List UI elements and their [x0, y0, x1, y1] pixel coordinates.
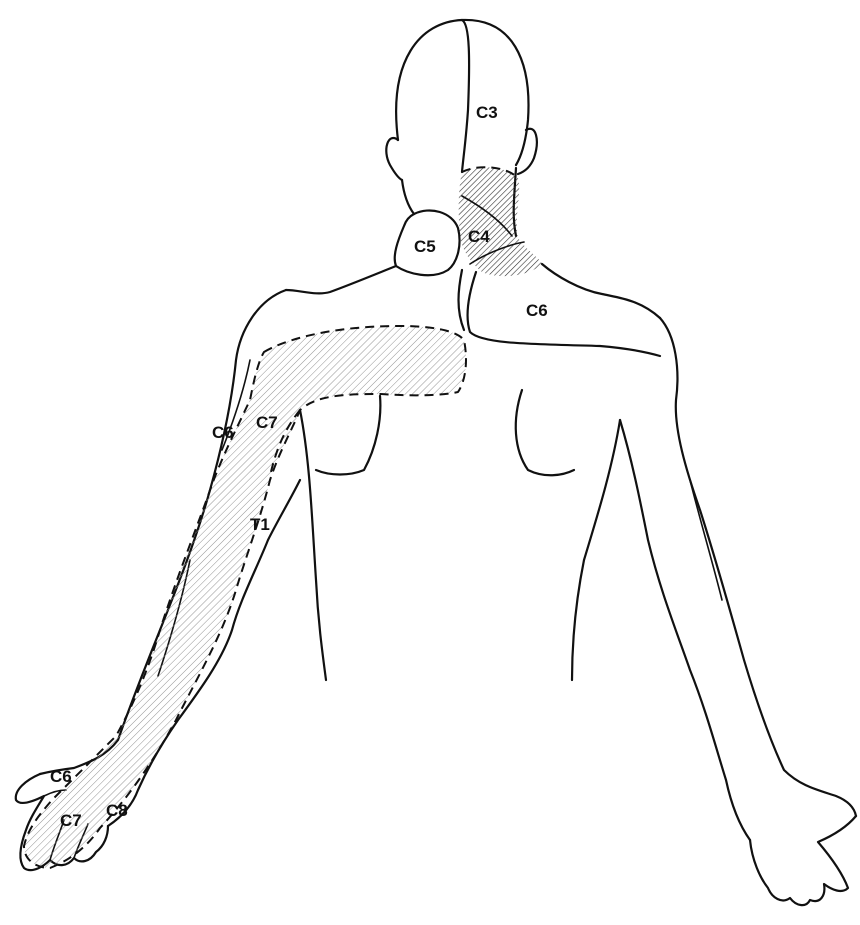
- label-c4: C4: [468, 227, 490, 246]
- label-c7-hand: C7: [60, 811, 82, 830]
- label-c7-arm: C7: [256, 413, 278, 432]
- label-c3: C3: [476, 103, 498, 122]
- label-c5: C5: [414, 237, 436, 256]
- label-c8-hand: C8: [106, 801, 128, 820]
- label-c6-hand: C6: [50, 767, 72, 786]
- label-c6-arm: C6: [212, 423, 234, 442]
- label-c6-shoulder: C6: [526, 301, 548, 320]
- label-t1: T1: [250, 515, 270, 534]
